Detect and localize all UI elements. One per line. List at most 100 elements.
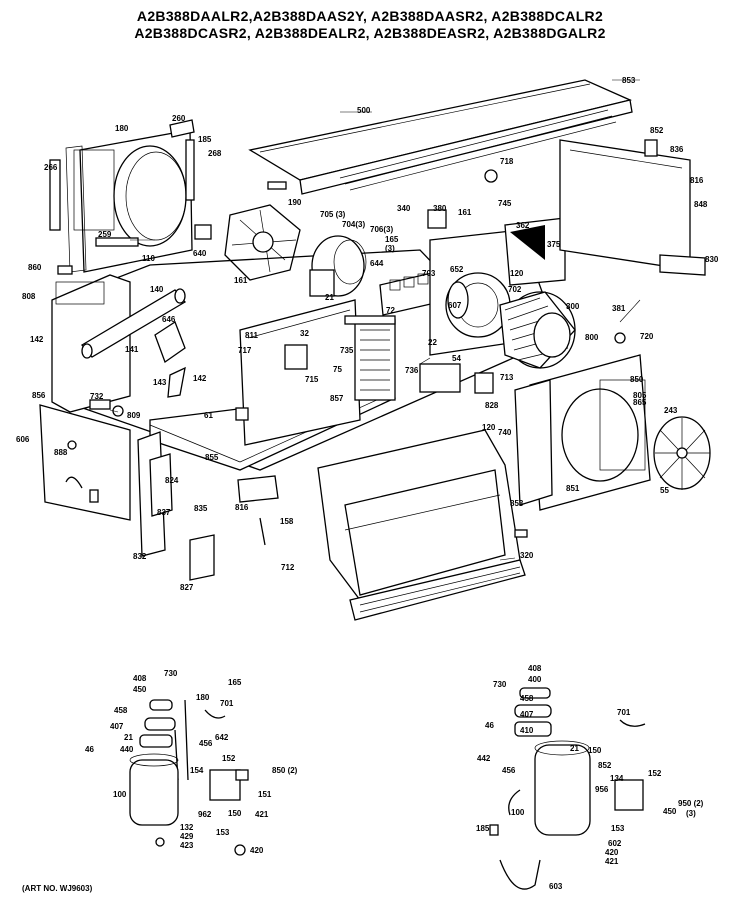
label-l642: 642 — [215, 733, 229, 742]
top-cover-part — [248, 79, 633, 195]
model-line-1: A2B388DAALR2,A2B388DAAS2Y, A2B388DAASR2,… — [136, 8, 604, 24]
heater-element-part — [344, 315, 396, 401]
label-718: 718 — [500, 157, 514, 166]
model-line-2: A2B388DCASR2, A2B388DEALR2, A2B388DEASR2… — [134, 25, 606, 41]
label-652: 652 — [450, 265, 464, 274]
condenser-shroud-part — [514, 354, 651, 511]
label-320: 320 — [520, 551, 534, 560]
label-l850: 850 (2) — [272, 766, 298, 775]
label-21: 21 — [325, 293, 334, 302]
label-715: 715 — [305, 375, 319, 384]
label-832: 832 — [133, 552, 147, 561]
label-165: 165 — [385, 235, 399, 244]
label-110: 110 — [142, 254, 155, 263]
label-l46: 46 — [85, 745, 94, 754]
condenser-coil-part — [317, 429, 526, 621]
label-l180: 180 — [196, 693, 210, 702]
label-55: 55 — [660, 486, 669, 495]
label-860: 860 — [28, 263, 42, 272]
label-l151: 151 — [258, 790, 272, 799]
label-l458: 458 — [114, 706, 128, 715]
label-140: 140 — [150, 285, 164, 294]
label-856: 856 — [32, 391, 46, 400]
control-bracket-part — [235, 299, 361, 446]
label-l450: 450 — [133, 685, 147, 694]
label-161: 161 — [458, 208, 472, 217]
label-740: 740 — [498, 428, 512, 437]
label-837: 837 — [157, 508, 171, 517]
label-705: 705 (3) — [320, 210, 346, 219]
label-735: 735 — [340, 346, 354, 355]
label-r450: 450 — [663, 807, 677, 816]
squirrel-cage-part — [499, 291, 576, 369]
label-r150: 150 — [588, 746, 602, 755]
label-r152: 152 — [648, 769, 662, 778]
label-713: 713 — [500, 373, 514, 382]
label-r956: 956 — [595, 785, 609, 794]
left-end-panel-part — [39, 404, 131, 521]
label-61: 61 — [204, 411, 213, 420]
label-r134: 134 — [610, 774, 624, 783]
label-r46: 46 — [485, 721, 494, 730]
label-646: 646 — [162, 315, 176, 324]
label-640: 640 — [193, 249, 207, 258]
label-l421: 421 — [255, 810, 269, 819]
label-717: 717 — [238, 346, 252, 355]
label-r420: 420 — [605, 848, 619, 857]
label-260: 260 — [172, 114, 186, 123]
label-r421: 421 — [605, 857, 619, 866]
label-828: 828 — [485, 401, 499, 410]
label-l456: 456 — [199, 739, 213, 748]
label-l154: 154 — [190, 766, 204, 775]
label-120: 120 — [510, 269, 524, 278]
label-809: 809 — [127, 411, 141, 420]
label-706: 706(3) — [370, 225, 393, 234]
label-851: 851 — [566, 484, 580, 493]
label-702: 702 — [508, 285, 522, 294]
label-703: 703 — [422, 269, 436, 278]
label-54: 54 — [452, 354, 461, 363]
label-827: 827 — [180, 583, 194, 592]
left-front-frame-part — [49, 119, 195, 273]
label-r730: 730 — [493, 680, 507, 689]
label-r456: 456 — [502, 766, 516, 775]
label-180: 180 — [115, 124, 129, 133]
label-161b: 161 — [234, 276, 248, 285]
label-r602: 602 — [608, 839, 622, 848]
label-268: 268 — [208, 149, 222, 158]
condenser-fan-part — [653, 416, 711, 490]
label-l730: 730 — [164, 669, 178, 678]
label-l440: 440 — [120, 745, 134, 754]
label-l429: 429 — [180, 832, 194, 841]
label-606: 606 — [16, 435, 30, 444]
mounting-brackets-part — [137, 431, 279, 581]
blower-motor-part — [445, 272, 511, 338]
label-704: 704(3) — [342, 220, 365, 229]
label-835: 835 — [194, 504, 208, 513]
label-r408: 408 — [528, 664, 542, 673]
label-259: 259 — [98, 230, 112, 239]
label-607: 607 — [448, 301, 462, 310]
label-830: 830 — [705, 255, 719, 264]
label-857: 857 — [330, 394, 344, 403]
label-185: 185 — [198, 135, 212, 144]
label-l152: 152 — [222, 754, 236, 763]
label-32: 32 — [300, 329, 309, 338]
label-3: (3) — [385, 244, 395, 253]
label-853: 853 — [622, 76, 636, 85]
label-362: 362 — [516, 221, 530, 230]
label-811: 811 — [245, 331, 258, 340]
strainer-tube-part — [81, 288, 186, 359]
label-824: 824 — [165, 476, 179, 485]
label-l153: 153 — [216, 828, 230, 837]
label-808: 808 — [22, 292, 36, 301]
label-720: 720 — [640, 332, 654, 341]
label-816: 816 — [690, 176, 704, 185]
label-712: 712 — [281, 563, 295, 572]
label-732: 732 — [90, 392, 104, 401]
label-243: 243 — [664, 406, 678, 415]
blower-wheel-part — [224, 204, 301, 281]
label-865: 865 — [633, 398, 647, 407]
label-l100: 100 — [113, 790, 127, 799]
